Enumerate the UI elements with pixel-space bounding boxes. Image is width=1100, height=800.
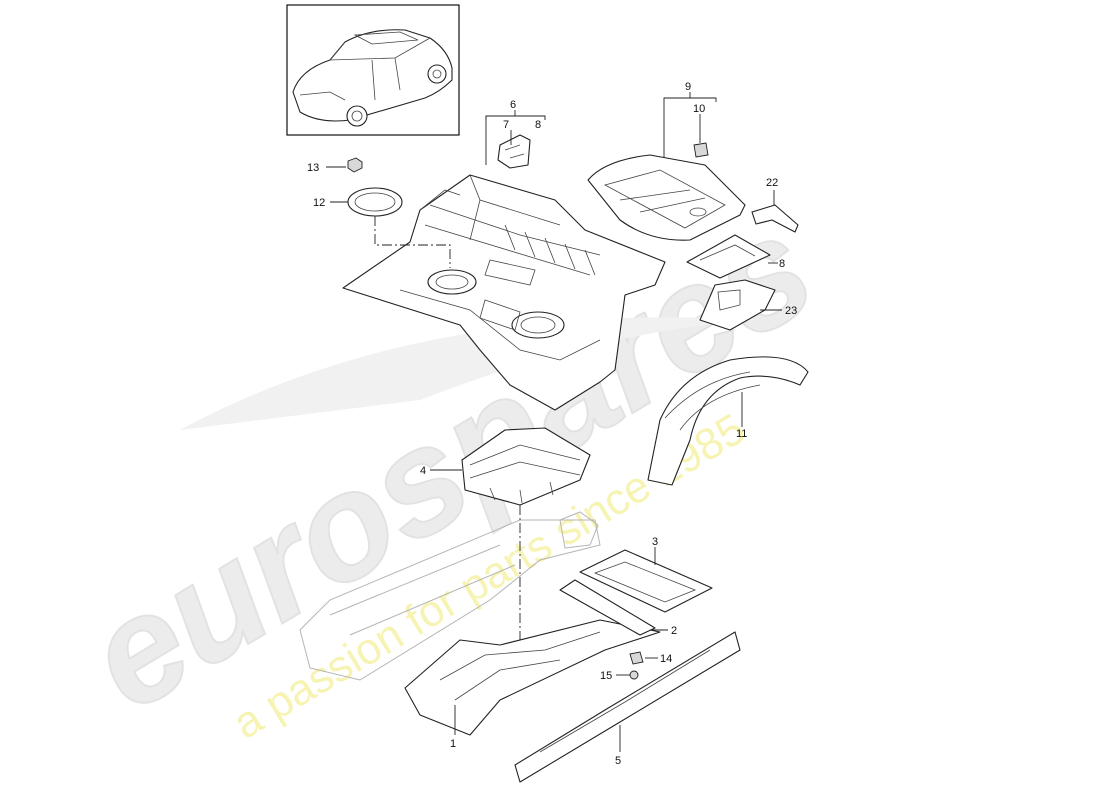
- callout-numbers: 6 7 8 9 10 13 12 22 8 23 11 4 3 2 14 15 …: [307, 81, 797, 767]
- bracket-23: [699, 279, 776, 331]
- floor-panel-3: [579, 549, 713, 613]
- nut-13: [347, 157, 363, 173]
- vehicle-thumbnail: [286, 4, 460, 136]
- callout-6: 6: [510, 99, 516, 111]
- callout-22: 22: [766, 177, 778, 189]
- rear-floor-panel: [342, 174, 666, 411]
- callout-8-top: 8: [535, 119, 541, 131]
- callout-7: 7: [503, 119, 509, 131]
- fastener-15: [629, 670, 639, 680]
- callout-10: 10: [693, 103, 705, 115]
- callout-1: 1: [450, 738, 456, 750]
- callout-13: 13: [307, 162, 319, 174]
- callout-3: 3: [652, 536, 658, 548]
- reinforcement-8: [686, 234, 771, 279]
- side-member-2: [559, 579, 656, 636]
- callout-5: 5: [615, 755, 621, 767]
- sealing-ring-12: [347, 187, 403, 217]
- sill-5: [514, 631, 741, 783]
- callout-23: 23: [785, 305, 797, 317]
- storage-box: [461, 427, 591, 506]
- front-floor-ghost: [299, 511, 601, 681]
- callout-8-right: 8: [779, 258, 785, 270]
- callout-2: 2: [671, 625, 677, 637]
- spare-wheel-tray: [587, 154, 746, 241]
- leader-lines: [326, 92, 782, 752]
- bracket-7: [497, 134, 531, 169]
- callout-15: 15: [600, 670, 612, 682]
- watermark-swoosh: [180, 317, 760, 430]
- wheel-housing: [647, 356, 809, 486]
- bracket-22: [751, 204, 799, 233]
- fastener-14: [629, 651, 644, 665]
- callout-9: 9: [685, 81, 691, 93]
- clip-10: [693, 142, 709, 158]
- callout-11: 11: [736, 428, 747, 440]
- callout-4: 4: [420, 465, 426, 477]
- suv-illustration: [292, 29, 453, 127]
- callout-12: 12: [313, 197, 325, 209]
- callout-14: 14: [660, 653, 672, 665]
- floor-panel-1: [404, 619, 661, 736]
